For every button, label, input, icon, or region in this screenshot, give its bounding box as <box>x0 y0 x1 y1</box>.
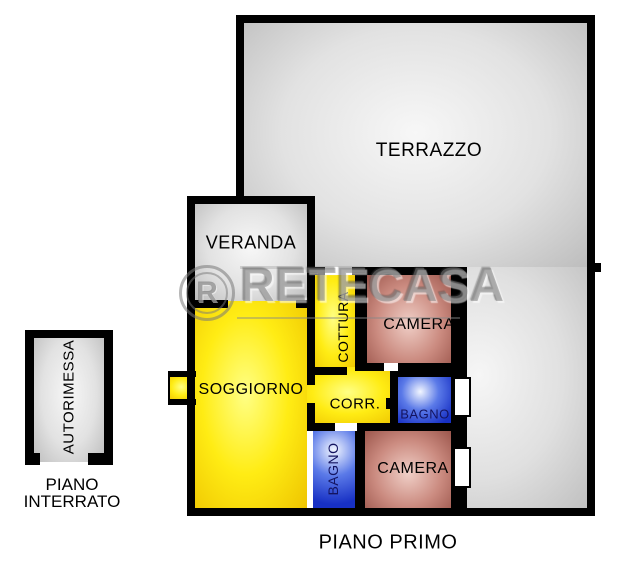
wall-corridor-bottom <box>307 423 451 431</box>
terrazzo-area-right <box>452 267 587 508</box>
bagno1-area <box>398 377 451 423</box>
bagno2-area <box>313 431 355 508</box>
room-label-bagno2: BAGNO <box>325 442 341 496</box>
wall-terrazzo-right <box>587 15 595 516</box>
wall-veranda-left <box>187 196 195 308</box>
window-bagno1 <box>453 377 471 417</box>
room-label-veranda: VERANDA <box>205 232 297 253</box>
wall-garage-right <box>104 330 113 465</box>
room-label-autorimessa: AUTORIMESSA <box>60 339 78 455</box>
caption-basement: PIANO INTERRATO <box>23 475 121 511</box>
wall-bagno2-camera2 <box>355 423 365 508</box>
door-corridor-camera1 <box>384 363 398 371</box>
autorimessa-area <box>34 338 104 462</box>
wall-veranda-top <box>187 196 315 204</box>
wall-bagno1-left <box>390 369 398 423</box>
camera2-area <box>365 431 451 508</box>
corridor-area <box>307 367 398 423</box>
caption-first-floor: PIANO PRIMO <box>318 531 458 554</box>
room-label-cottura: COTTURA <box>335 291 351 363</box>
veranda-area <box>195 204 307 301</box>
door-corridor-bagno2 <box>335 423 357 431</box>
wall-soggiorno-corridor <box>307 403 315 431</box>
wall-veranda-bottom-right <box>296 300 315 308</box>
wall-bagno1-top <box>390 369 451 377</box>
room-label-soggiorno: SOGGIORNO <box>198 381 304 398</box>
wall-terrazzo-top <box>236 15 595 23</box>
wall-garage-top <box>25 330 113 338</box>
wall-terrazzo-bottom <box>452 508 595 516</box>
wall-veranda-bottom-left <box>187 300 228 308</box>
room-label-terrazzo: TERRAZZO <box>375 140 483 161</box>
wall-left-door-top <box>168 371 196 377</box>
wall-terrazzo-left <box>236 15 244 204</box>
window-camera2 <box>453 447 471 488</box>
wall-cottura-camera <box>355 267 367 371</box>
wall-garage-bottom-left <box>25 453 40 465</box>
wall-garage-left <box>25 330 34 465</box>
cottura-area <box>315 275 355 371</box>
wall-cottura-corridor <box>307 367 347 375</box>
wall-apartment-bottom <box>187 508 467 516</box>
room-label-bagno1: BAGNO <box>400 406 450 422</box>
wall-apartment-left <box>187 300 195 516</box>
veranda-glass-door <box>240 266 302 269</box>
room-label-camera1: CAMERA <box>383 316 455 333</box>
wall-garage-bottom-right <box>88 453 113 465</box>
wall-veranda-right <box>307 196 315 275</box>
door-terrazzo-cottura <box>325 267 352 275</box>
wall-corridor-notch <box>386 398 398 409</box>
soggiorno-area <box>195 301 307 508</box>
wall-left-door-bottom <box>168 399 196 405</box>
wall-soggiorno-cottura <box>307 267 315 385</box>
room-label-corridor: CORR. <box>329 395 381 413</box>
wall-apartment-top <box>307 267 467 275</box>
wall-terrazzo-tick <box>595 263 601 272</box>
wall-camera1-bottom <box>367 363 451 371</box>
room-label-camera2: CAMERA <box>377 460 449 477</box>
camera1-area <box>367 275 451 363</box>
